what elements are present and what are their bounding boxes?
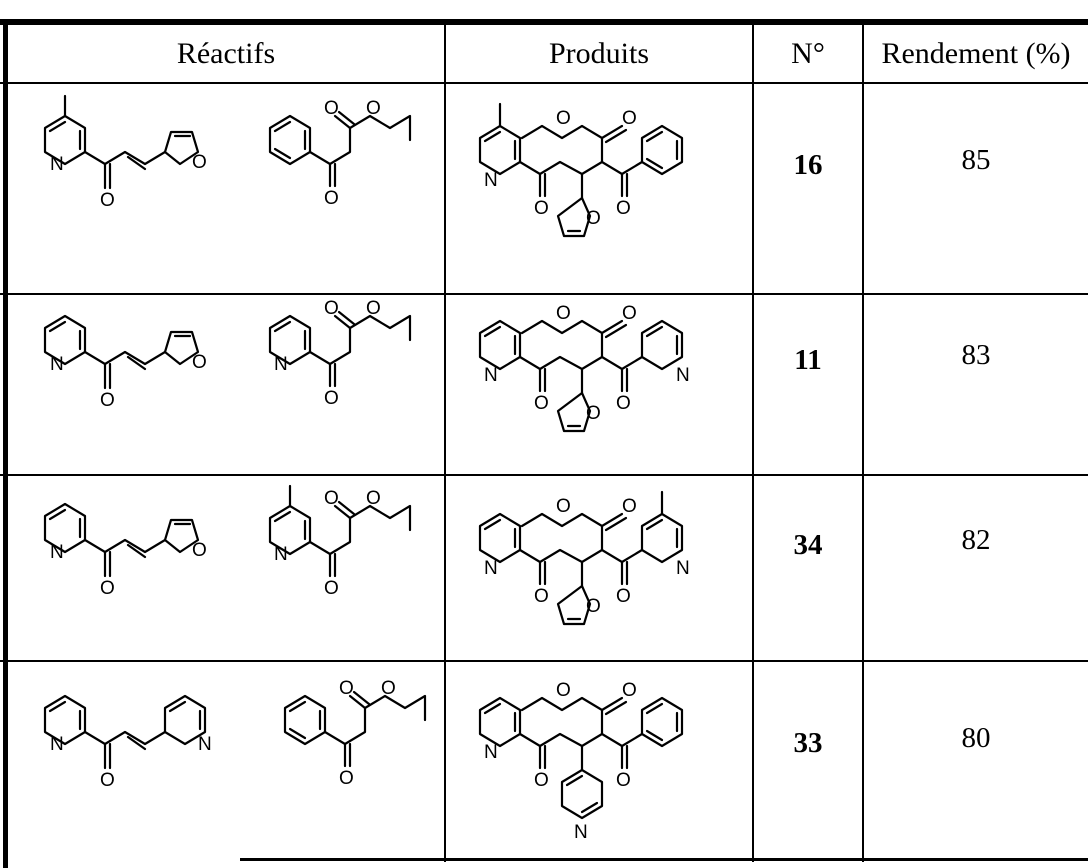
header-produits: Produits (548, 36, 650, 70)
atom-label: N (50, 154, 64, 175)
atom-label: N (50, 542, 64, 563)
atom-label: O (324, 488, 339, 509)
atom-label: O (100, 390, 115, 411)
header-numero: N° (791, 36, 825, 70)
reactant-structure: N O O (43, 94, 207, 211)
compound-number: 16 (793, 148, 823, 181)
yield-value: 83 (961, 338, 991, 371)
atom-label: O (534, 586, 549, 607)
yield-value: 85 (961, 143, 991, 176)
product-structure: N N O O O O O (478, 490, 690, 626)
reactant-structure: N O O (43, 502, 207, 599)
atom-label: N (484, 170, 498, 191)
row-divider (0, 82, 1088, 84)
atom-label: O (339, 678, 354, 699)
atom-label: O (100, 190, 115, 211)
reactant-structure: N O O O (268, 484, 412, 599)
product-structure: N O O O O O (478, 102, 684, 238)
atom-label: N (574, 822, 588, 843)
atom-label: N (484, 365, 498, 386)
atom-label: O (622, 108, 637, 129)
atom-label: N (274, 544, 288, 565)
atom-label: O (100, 770, 115, 791)
reactant-structure: N O O O (268, 298, 412, 409)
compound-number: 33 (793, 726, 823, 759)
atom-label: O (192, 352, 207, 373)
atom-label: N (50, 354, 64, 375)
atom-label: O (616, 770, 631, 791)
atom-label: N (198, 734, 212, 755)
yield-value: 82 (961, 523, 991, 556)
column-divider (862, 22, 864, 862)
atom-label: O (366, 98, 381, 119)
atom-label: O (192, 540, 207, 561)
row-divider (0, 474, 1088, 476)
compound-number: 34 (793, 528, 823, 561)
atom-label: O (534, 393, 549, 414)
atom-label: O (534, 198, 549, 219)
atom-label: O (586, 208, 601, 229)
atom-label: N (274, 354, 288, 375)
reactant-structure: N N O (43, 694, 212, 791)
atom-label: N (484, 558, 498, 579)
yield-value: 80 (961, 721, 991, 754)
atom-label: O (586, 403, 601, 424)
atom-label: O (192, 152, 207, 173)
atom-label: O (366, 298, 381, 319)
atom-label: N (484, 742, 498, 763)
atom-label: O (556, 496, 571, 517)
atom-label: O (324, 298, 339, 319)
reactant-structure: O O O (283, 678, 427, 789)
atom-label: O (324, 98, 339, 119)
atom-label: O (381, 678, 396, 699)
atom-label: O (622, 303, 637, 324)
product-structure: N N O O O O (478, 680, 684, 843)
atom-label: O (366, 488, 381, 509)
atom-label: O (324, 188, 339, 209)
atom-label: O (534, 770, 549, 791)
reactant-structure: N O O (43, 314, 207, 411)
atom-label: O (616, 586, 631, 607)
reactant-structure: O O O (268, 98, 412, 209)
atom-label: O (556, 303, 571, 324)
table-border-top (0, 19, 1088, 25)
column-divider (444, 22, 446, 862)
atom-label: O (616, 393, 631, 414)
atom-label: N (50, 734, 64, 755)
atom-label: N (676, 558, 690, 579)
atom-label: O (556, 680, 571, 701)
atom-label: O (556, 108, 571, 129)
row-divider (0, 660, 1088, 662)
atom-label: N (676, 365, 690, 386)
compound-number: 11 (794, 343, 822, 376)
row-divider (0, 293, 1088, 295)
atom-label: O (324, 578, 339, 599)
atom-label: O (324, 388, 339, 409)
atom-label: O (339, 768, 354, 789)
table-border-bottom (240, 858, 1088, 861)
table-border-left (3, 19, 8, 868)
header-reactifs: Réactifs (176, 36, 276, 70)
atom-label: O (586, 596, 601, 617)
atom-label: O (100, 578, 115, 599)
atom-label: O (616, 198, 631, 219)
product-structure: N N O O O O O (478, 303, 690, 433)
atom-label: O (622, 496, 637, 517)
header-rendement: Rendement (%) (881, 36, 1071, 70)
column-divider (752, 22, 754, 862)
atom-label: O (622, 680, 637, 701)
